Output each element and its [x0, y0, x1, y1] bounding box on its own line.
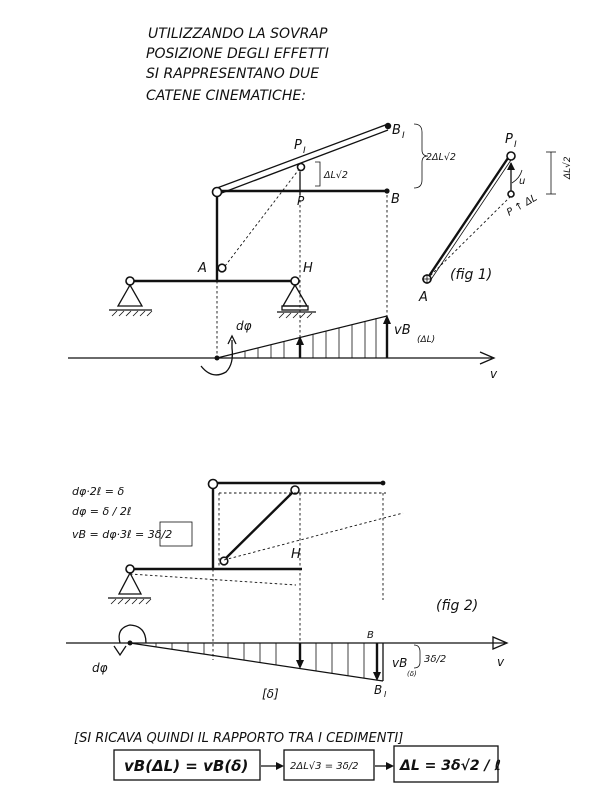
- eq3-box: [393, 745, 499, 783]
- fig1-v-hatching: [231, 318, 377, 358]
- fig1-label: (fig 1): [450, 267, 492, 283]
- detail-bar-2: [429, 159, 512, 282]
- fig1-label-A: A: [197, 261, 207, 276]
- title-line-4: CATENE CINEMATICHE:: [146, 88, 306, 104]
- title-line-2: POSIZIONE DEGLI EFFETTI: [146, 46, 329, 62]
- fig1-left-support: [109, 283, 153, 317]
- fig1-node-P1: [296, 162, 306, 172]
- fig1-v-axis-arrow: [479, 351, 496, 365]
- svg-text:P: P: [505, 132, 513, 147]
- title-line-3: SI RAPPRESENTANO DUE: [146, 66, 319, 82]
- fig1-velocity-diagram: v dφ vB (ΔL): [68, 315, 498, 381]
- fig1-label-P1: P: [294, 138, 302, 153]
- fig1-dim-dL-root2: ΔL√2: [315, 161, 348, 187]
- fig1-node-A: [217, 263, 227, 273]
- svg-text:dφ: dφ: [92, 661, 108, 675]
- fig1-right-support: [277, 283, 316, 319]
- fig2-v-hatching: [155, 643, 365, 678]
- eq2-box: [283, 749, 375, 781]
- fig1-node-B1: [384, 122, 392, 130]
- fig2-label: (fig 2): [436, 598, 478, 614]
- fig2-left-support: [108, 571, 152, 605]
- fig1-node-top-left: [211, 186, 223, 198]
- svg-text:ΔL√2: ΔL√2: [562, 156, 573, 180]
- detail-bar: [426, 157, 509, 280]
- fig2-label-H: H: [291, 547, 301, 562]
- svg-text:A: A: [418, 290, 428, 305]
- fig1-rotation-pivot: [214, 355, 220, 361]
- svg-text:[δ]: [δ]: [262, 687, 279, 701]
- svg-text:ΔL√2: ΔL√2: [323, 170, 348, 181]
- svg-text:(δ): (δ): [407, 670, 417, 678]
- fig1-label-B1-sub: I: [402, 131, 405, 141]
- fig1-dim-2dL-root2: 2ΔL√2: [413, 123, 456, 189]
- eq3: ΔL = 3δ√2 / ℓ: [399, 758, 501, 774]
- fig1-mechanism: ΔL√2 2ΔL√2 B I P I P B A H: [109, 122, 456, 358]
- fig1-displaced-beam-upper: [216, 123, 389, 189]
- conclusion-heading: [SI RICAVA QUINDI IL RAPPORTO TRA I CEDI…: [74, 731, 403, 746]
- eq1: vB(ΔL) = vB(δ): [124, 757, 248, 775]
- fig1-node-B: [384, 188, 390, 194]
- fig1-label-dphi: dφ: [236, 319, 252, 333]
- svg-text:B: B: [367, 630, 374, 641]
- svg-text:I: I: [384, 690, 387, 699]
- svg-text:vB: vB: [392, 656, 407, 670]
- fig1-label-vB: vB: [394, 323, 411, 338]
- fig2-mechanism: dφ·2ℓ = δ dφ = δ / 2ℓ vB = dφ·3ℓ = 3δ/2 …: [72, 478, 478, 660]
- fig1-label-P: P: [297, 194, 305, 208]
- conclusion-block: [SI RICAVA QUINDI IL RAPPORTO TRA I CEDI…: [74, 731, 501, 783]
- fig1-displaced-beam-lower: [218, 129, 389, 195]
- svg-text:u: u: [519, 176, 525, 187]
- fig2-formula-2: dφ = δ / 2ℓ: [72, 505, 131, 518]
- fig1-label-P1-sub: I: [303, 146, 306, 156]
- fig1-rotation-arc: [200, 340, 234, 376]
- svg-text:2ΔL√2: 2ΔL√2: [426, 152, 456, 163]
- eq2: 2ΔL√3 = 3δ/2: [290, 761, 358, 772]
- fig1-label-H: H: [303, 261, 313, 276]
- fig1-dashed-diag: [221, 167, 301, 271]
- fig1-detail-sketch: u ΔL√2 P I P ↑ ΔL A (fig 1): [418, 132, 573, 305]
- title-line-1: UTILIZZANDO LA SOVRAP: [148, 26, 328, 42]
- svg-text:3δ/2: 3δ/2: [424, 654, 446, 665]
- fig1-label-B: B: [391, 192, 400, 207]
- fig2-velocity-diagram: v dφ B B I [δ] vB: [66, 624, 509, 701]
- title-block: UTILIZZANDO LA SOVRAP POSIZIONE DEGLI EF…: [146, 26, 329, 104]
- svg-text:v: v: [497, 655, 505, 669]
- svg-text:I: I: [514, 140, 517, 150]
- fig1-label-B1: B: [392, 123, 401, 138]
- fig2-formula-1: dφ·2ℓ = δ: [72, 485, 124, 498]
- svg-text:B: B: [374, 683, 382, 697]
- eq1-box: [113, 749, 261, 781]
- fig2-formula-3: vB = dφ·3ℓ = 3δ/2: [72, 528, 172, 541]
- fig1-v-axis-label: v: [490, 367, 498, 381]
- fig1-label-vB-sub: (ΔL): [417, 335, 435, 345]
